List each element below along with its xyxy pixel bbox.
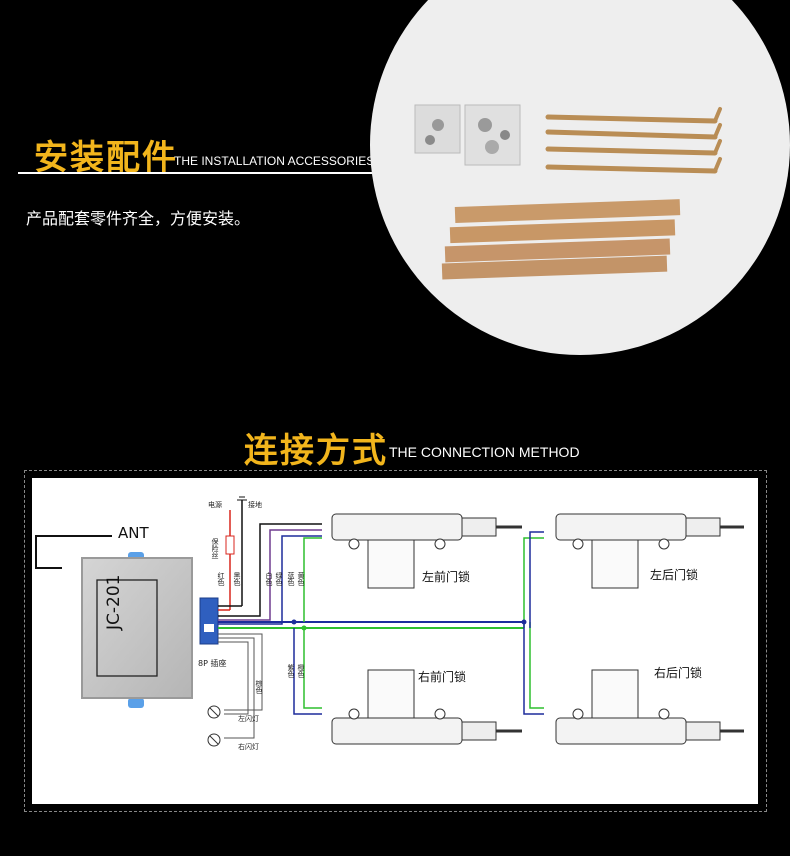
wiring-diagram: ANT JC-201 8P 插座 电源 接地 保险丝 红色 黑色 白色 绿色 蓝… [32, 478, 758, 804]
section2-subtitle: THE CONNECTION METHOD [389, 444, 580, 460]
wire-label-blue: 蓝色 [287, 572, 295, 586]
bus-wires [218, 523, 544, 715]
section2-title: 连接方式 [244, 431, 388, 471]
connector-8p [199, 597, 219, 645]
controller-model-label: JC-201 [104, 574, 124, 630]
perforated-plates [441, 199, 681, 280]
power-ground-wires [218, 496, 247, 611]
left-flash-label: 左闪灯 [238, 715, 259, 723]
wire-label-black: 黑色 [233, 572, 241, 586]
diagram-frame [24, 470, 767, 812]
wire-label-brown: 棕色 [255, 680, 263, 694]
controller-box [81, 552, 193, 708]
left-flash-lamp [207, 705, 221, 719]
flash-lamp-wires [218, 633, 263, 739]
wire-label-orange: 橙色 [297, 664, 305, 678]
section1-description: 产品配套零件齐全，方便安装。 [26, 209, 251, 228]
antenna-label: ANT [118, 524, 149, 542]
rear-left-lock-label: 左后门锁 [650, 568, 699, 582]
power-label: 电源 [208, 501, 222, 509]
wire-label-green: 绿色 [275, 572, 283, 586]
front-left-lock-actuator [331, 513, 522, 589]
connector-label: 8P 插座 [198, 659, 227, 668]
rear-left-lock-actuator [555, 513, 744, 589]
section1-title: 安装配件 [34, 138, 178, 178]
screw-bags [414, 104, 521, 166]
metal-rods [545, 107, 722, 174]
wire-label-yellow: 黄色 [297, 572, 305, 586]
section1-rule [18, 172, 378, 174]
front-left-lock-label: 左前门锁 [422, 570, 471, 584]
antenna-wire [35, 535, 112, 569]
accessories-photo [370, 0, 790, 355]
fuse-label: 保险丝 [211, 538, 219, 559]
section1-subtitle: THE INSTALLATION ACCESSORIES [174, 154, 375, 168]
front-right-lock-actuator [331, 669, 522, 745]
wire-label-purple: 紫色 [287, 664, 295, 678]
ground-label: 接地 [248, 501, 262, 509]
right-flash-label: 右闪灯 [238, 743, 259, 751]
wiring-diagram-svg [35, 496, 744, 747]
wire-label-red: 红色 [217, 572, 225, 586]
rear-right-lock-actuator [555, 669, 744, 745]
rear-right-lock-label: 右后门锁 [654, 666, 703, 680]
right-flash-lamp [207, 733, 221, 747]
front-right-lock-label: 右前门锁 [418, 670, 467, 684]
wire-label-white: 白色 [265, 572, 273, 586]
accessories-illustration [414, 104, 722, 280]
